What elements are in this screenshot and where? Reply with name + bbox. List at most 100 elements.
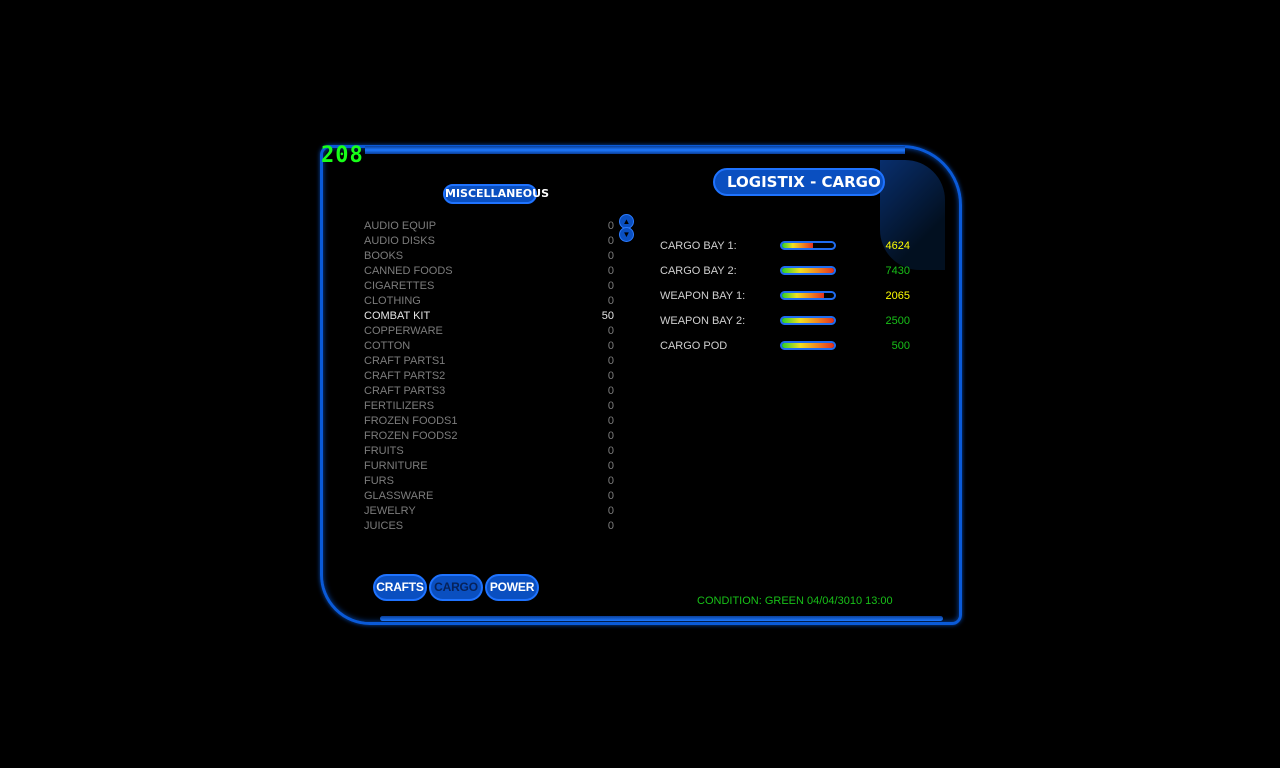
item-quantity: 0 bbox=[607, 325, 614, 337]
item-name: COPPERWARE bbox=[364, 325, 443, 337]
item-name: JUICES bbox=[364, 520, 404, 532]
cargo-button[interactable]: CARGO bbox=[429, 574, 483, 601]
cargo-item-row[interactable]: CRAFT PARTS1 0 bbox=[364, 354, 614, 369]
bay-capacity-fill bbox=[782, 318, 834, 323]
item-quantity: 0 bbox=[607, 460, 614, 472]
circuit-decoration bbox=[880, 160, 945, 270]
bay-row: WEAPON BAY 1: 2065 bbox=[660, 283, 910, 308]
bay-value: 4624 bbox=[885, 239, 910, 252]
scroll-down-icon[interactable]: ▼ bbox=[619, 227, 634, 242]
power-button[interactable]: POWER bbox=[485, 574, 539, 601]
bay-capacity-bar bbox=[780, 341, 836, 350]
cargo-item-row[interactable]: CIGARETTES 0 bbox=[364, 279, 614, 294]
cargo-item-row[interactable]: GLASSWARE 0 bbox=[364, 489, 614, 504]
status-text: CONDITION: GREEN 04/04/3010 13:00 bbox=[697, 595, 893, 607]
bay-capacity-bar bbox=[780, 291, 836, 300]
bay-row: CARGO BAY 1: 4624 bbox=[660, 233, 910, 258]
item-quantity: 0 bbox=[607, 520, 614, 532]
item-name: CIGARETTES bbox=[364, 280, 435, 292]
cargo-item-row[interactable]: FURNITURE 0 bbox=[364, 459, 614, 474]
bay-label: WEAPON BAY 2: bbox=[660, 314, 746, 327]
item-name: FURNITURE bbox=[364, 460, 428, 472]
bay-row: WEAPON BAY 2: 2500 bbox=[660, 308, 910, 333]
bay-value: 500 bbox=[891, 339, 910, 352]
item-quantity: 0 bbox=[607, 505, 614, 517]
bay-capacity-fill bbox=[782, 243, 814, 248]
item-name: COTTON bbox=[364, 340, 411, 352]
item-quantity: 0 bbox=[607, 355, 614, 367]
bay-capacity-bar bbox=[780, 266, 836, 275]
cargo-item-row[interactable]: AUDIO EQUIP 0 bbox=[364, 219, 614, 234]
bay-row: CARGO POD 500 bbox=[660, 333, 910, 358]
bay-label: WEAPON BAY 1: bbox=[660, 289, 746, 302]
bay-value: 2065 bbox=[885, 289, 910, 302]
cargo-item-row[interactable]: AUDIO DISKS 0 bbox=[364, 234, 614, 249]
item-name: FURS bbox=[364, 475, 394, 487]
bay-capacity-fill bbox=[782, 343, 834, 348]
cargo-item-row[interactable]: CRAFT PARTS3 0 bbox=[364, 384, 614, 399]
item-name: FROZEN FOODS1 bbox=[364, 415, 458, 427]
item-name: FRUITS bbox=[364, 445, 404, 457]
bay-value: 2500 bbox=[885, 314, 910, 327]
cargo-item-row[interactable]: COPPERWARE 0 bbox=[364, 324, 614, 339]
bay-label: CARGO POD bbox=[660, 339, 728, 352]
cargo-item-row[interactable]: COTTON 0 bbox=[364, 339, 614, 354]
cargo-item-row[interactable]: FRUITS 0 bbox=[364, 444, 614, 459]
item-name: CLOTHING bbox=[364, 295, 421, 307]
item-quantity: 0 bbox=[607, 265, 614, 277]
cargo-item-row[interactable]: FURS 0 bbox=[364, 474, 614, 489]
bay-label: CARGO BAY 2: bbox=[660, 264, 737, 277]
item-quantity: 0 bbox=[607, 235, 614, 247]
bay-row: CARGO BAY 2: 7430 bbox=[660, 258, 910, 283]
item-quantity: 0 bbox=[607, 295, 614, 307]
item-name: BOOKS bbox=[364, 250, 404, 262]
crafts-button[interactable]: CRAFTS bbox=[373, 574, 427, 601]
item-quantity: 0 bbox=[607, 280, 614, 292]
item-quantity: 0 bbox=[607, 250, 614, 262]
item-name: FROZEN FOODS2 bbox=[364, 430, 458, 442]
item-quantity: 0 bbox=[607, 475, 614, 487]
item-name: FERTILIZERS bbox=[364, 400, 435, 412]
page-title: LOGISTIX - CARGO bbox=[713, 168, 885, 196]
cargo-item-row[interactable]: CRAFT PARTS2 0 bbox=[364, 369, 614, 384]
cargo-item-row[interactable]: CLOTHING 0 bbox=[364, 294, 614, 309]
item-quantity: 0 bbox=[607, 385, 614, 397]
item-quantity: 0 bbox=[607, 370, 614, 382]
cargo-item-row[interactable]: BOOKS 0 bbox=[364, 249, 614, 264]
bay-capacity-fill bbox=[782, 268, 834, 273]
bay-label: CARGO BAY 1: bbox=[660, 239, 737, 252]
cargo-item-row[interactable]: JEWELRY 0 bbox=[364, 504, 614, 519]
item-quantity: 0 bbox=[607, 400, 614, 412]
item-quantity: 0 bbox=[607, 220, 614, 232]
item-name: CRAFT PARTS1 bbox=[364, 355, 446, 367]
item-name: GLASSWARE bbox=[364, 490, 434, 502]
bay-capacity-bar bbox=[780, 241, 836, 250]
item-quantity: 0 bbox=[607, 430, 614, 442]
item-quantity: 0 bbox=[607, 445, 614, 457]
item-name: CANNED FOODS bbox=[364, 265, 453, 277]
item-name: CRAFT PARTS3 bbox=[364, 385, 446, 397]
item-quantity: 50 bbox=[601, 310, 614, 322]
cargo-item-row[interactable]: JUICES 0 bbox=[364, 519, 614, 534]
item-name: AUDIO DISKS bbox=[364, 235, 435, 247]
cargo-item-row[interactable]: FERTILIZERS 0 bbox=[364, 399, 614, 414]
item-name: COMBAT KIT bbox=[364, 310, 431, 322]
bay-value: 7430 bbox=[885, 264, 910, 277]
item-quantity: 0 bbox=[607, 490, 614, 502]
item-quantity: 0 bbox=[607, 415, 614, 427]
bay-capacity-bar bbox=[780, 316, 836, 325]
cargo-item-row[interactable]: FROZEN FOODS2 0 bbox=[364, 429, 614, 444]
item-name: CRAFT PARTS2 bbox=[364, 370, 446, 382]
item-quantity: 0 bbox=[607, 340, 614, 352]
item-name: AUDIO EQUIP bbox=[364, 220, 437, 232]
item-name: JEWELRY bbox=[364, 505, 416, 517]
counter-display: 208 bbox=[321, 143, 364, 168]
category-button[interactable]: MISCELLANEOUS bbox=[443, 184, 549, 204]
frame-top-bar bbox=[365, 146, 905, 154]
cargo-item-row[interactable]: CANNED FOODS 0 bbox=[364, 264, 614, 279]
cargo-item-row[interactable]: COMBAT KIT 50 bbox=[364, 309, 614, 324]
cargo-item-row[interactable]: FROZEN FOODS1 0 bbox=[364, 414, 614, 429]
bay-capacity-fill bbox=[782, 293, 824, 298]
